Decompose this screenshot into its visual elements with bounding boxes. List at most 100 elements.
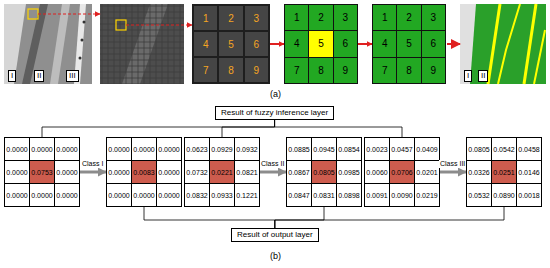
matrix-value: 0.0221 [210,161,234,183]
layer-result-box: Result of fuzzy inference layer [215,106,334,120]
bracket-line [144,207,275,228]
zoom-arrow [38,13,100,14]
layer-result-box: Result of output layer [231,228,319,242]
matrix-value: 0.0000 [157,184,181,206]
matrix-value: 0.0933 [210,184,234,206]
matrix-value: 0.0091 [365,184,389,206]
bracket-line [42,120,275,137]
matrix-value: 0.0753 [30,161,54,183]
region-label: II [34,70,44,82]
matrix-value: 0.0929 [210,138,234,160]
pixel-number: 6 [334,31,357,56]
matrix-value: 0.0945 [312,138,336,160]
pixel-number: 9 [245,58,268,82]
value-matrix: 0.08850.09450.08540.08670.08050.09850.08… [286,137,362,207]
matrix-value: 0.0898 [337,184,361,206]
matrix-value: 0.0000 [5,184,29,206]
value-matrix: 0.06230.09290.09320.07320.02210.08210.08… [184,137,260,207]
class-window: 123456789 [372,4,446,84]
bracket-line [275,207,504,228]
matrix-value: 0.0457 [390,138,414,160]
matrix-value: 0.0409 [415,138,439,160]
matrix-value: 0.0885 [287,138,311,160]
pixel-number: 7 [285,58,308,83]
pixel-number: 6 [245,32,268,56]
pixel-number: 9 [334,58,357,83]
value-matrix: 0.08050.05420.04580.03260.02510.01460.05… [466,137,542,207]
value-matrix: 0.00230.04570.04090.00600.07060.02010.00… [364,137,440,207]
pixel-number: 8 [309,58,332,83]
matrix-value: 0.0000 [157,161,181,183]
class-arrow [260,171,286,174]
matrix-value: 0.0832 [185,184,209,206]
pixel-number: 3 [245,6,268,30]
matrix-value: 0.0847 [287,184,311,206]
pixel-number: 2 [219,6,242,30]
step-arrow [447,43,460,45]
bracket-line [275,120,402,137]
pixel-number: 7 [194,58,217,82]
matrix-value: 0.0000 [55,138,79,160]
matrix-value: 0.0890 [492,184,516,206]
matrix-value: 0.0854 [337,138,361,160]
value-matrix: 0.00000.00000.00000.00000.07530.00000.00… [4,137,80,207]
class-arrow [80,171,106,174]
pixel-number: 5 [309,31,332,56]
matrix-value: 0.0000 [132,184,156,206]
matrix-value: 0.0732 [185,161,209,183]
matrix-value: 0.0018 [517,184,541,206]
pixel-number: 2 [397,5,420,30]
matrix-value: 0.0251 [492,161,516,183]
matrix-value: 0.0000 [107,161,131,183]
matrix-value: 0.0000 [30,138,54,160]
pixel-number: 5 [397,31,420,56]
pixel-number: 1 [373,5,396,30]
matrix-value: 0.0000 [55,184,79,206]
pixel-number: 8 [397,58,420,83]
bracket-line [275,207,324,228]
matrix-value: 0.0000 [55,161,79,183]
matrix-value: 0.0000 [5,138,29,160]
matrix-value: 0.0201 [415,161,439,183]
pixel-number: 2 [309,5,332,30]
pixel-number: 4 [285,31,308,56]
matrix-value: 0.0706 [390,161,414,183]
region-label: I [8,70,16,82]
bracket-line [222,120,275,137]
matrix-value: 0.0083 [132,161,156,183]
pixel-number: 4 [194,32,217,56]
pixel-number: 1 [194,6,217,30]
matrix-value: 0.0000 [157,138,181,160]
matrix-value: 0.0000 [5,161,29,183]
region-label: I [464,70,472,82]
matrix-value: 0.0060 [365,161,389,183]
matrix-value: 0.0000 [30,184,54,206]
pixel-number: 8 [219,58,242,82]
class-arrow [440,171,466,174]
box-text: Result of output layer [237,230,313,240]
matrix-value: 0.0831 [312,184,336,206]
matrix-value: 0.0146 [517,161,541,183]
matrix-value: 0.0090 [390,184,414,206]
matrix-value: 0.0821 [235,161,259,183]
box-text: Result of fuzzy inference layer [221,108,328,118]
matrix-value: 0.1221 [235,184,259,206]
result-image [460,4,546,84]
matrix-value: 0.0932 [235,138,259,160]
matrix-value: 0.0805 [467,138,491,160]
edge-label: Class III [439,160,466,168]
edge-label: Class II [260,160,285,168]
pixel-number: 1 [285,5,308,30]
matrix-value: 0.0326 [467,161,491,183]
pixel-number: 4 [373,31,396,56]
matrix-value: 0.0805 [312,161,336,183]
pixel-number: 6 [422,31,445,56]
zoomed-image [100,4,184,84]
pixel-number: 3 [334,5,357,30]
matrix-value: 0.0023 [365,138,389,160]
class-window: 123 456 789 [284,4,358,84]
value-matrix: 0.00000.00000.00000.00000.00830.00000.00… [106,137,182,207]
matrix-value: 0.0542 [492,138,516,160]
source-image [4,4,92,84]
